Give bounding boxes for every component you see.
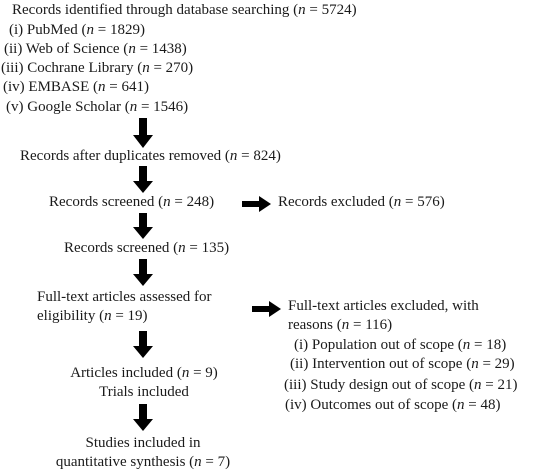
synthesis-line2: quantitative synthesis (n = 7) (55, 454, 231, 470)
identification-heading: Records identified through database sear… (12, 2, 357, 18)
records-excluded-1: Records excluded (n = 576) (278, 194, 445, 210)
fulltext-assessed-line2: eligibility (n = 19) (37, 308, 148, 324)
source-embase: (iv) EMBASE (n = 641) (3, 79, 149, 95)
reason-intervention: (ii) Intervention out of scope (n = 29) (290, 356, 515, 372)
down-arrow-icon (133, 331, 153, 358)
after-duplicates-box: Records after duplicates removed (n = 82… (20, 148, 281, 164)
trials-included: Trials included (99, 384, 189, 400)
source-pubmed: (i) PubMed (n = 1829) (9, 22, 145, 38)
down-arrow-icon (133, 118, 153, 148)
reason-outcomes: (iv) Outcomes out of scope (n = 48) (285, 397, 501, 413)
right-arrow-icon (242, 196, 271, 212)
fulltext-excluded-line1: Full-text articles excluded, with (288, 298, 479, 314)
records-screened-2: Records screened (n = 135) (64, 240, 230, 256)
reason-population: (i) Population out of scope (n = 18) (294, 337, 507, 353)
source-google-scholar: (v) Google Scholar (n = 1546) (6, 99, 189, 115)
down-arrow-icon (133, 213, 153, 239)
reason-study-design: (iii) Study design out of scope (n = 21) (284, 377, 518, 393)
articles-included: Articles included (n = 9) (70, 365, 218, 381)
down-arrow-icon (133, 404, 153, 431)
source-web-of-science: (ii) Web of Science (n = 1438) (4, 41, 187, 57)
synthesis-line1: Studies included in (85, 435, 201, 451)
down-arrow-icon (133, 259, 153, 286)
source-cochrane: (iii) Cochrane Library (n = 270) (1, 60, 194, 76)
records-screened-1: Records screened (n = 248) (49, 194, 215, 210)
down-arrow-icon (133, 166, 153, 193)
right-arrow-icon (252, 301, 281, 317)
fulltext-excluded-line2: reasons (n = 116) (288, 317, 393, 333)
fulltext-assessed-line1: Full-text articles assessed for (37, 289, 212, 305)
